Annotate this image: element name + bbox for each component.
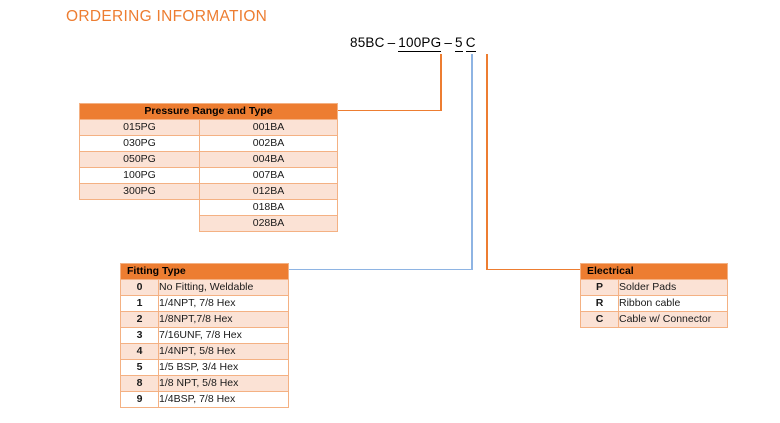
part-number-prefix: 85BC xyxy=(350,35,385,50)
fitting-desc-cell: 1/8 NPT, 5/8 Hex xyxy=(158,375,289,392)
fitting-desc-cell: 1/4NPT, 7/8 Hex xyxy=(158,295,289,312)
fitting-desc-cell: 1/8NPT,7/8 Hex xyxy=(158,311,289,328)
fitting-code-cell: 2 xyxy=(120,311,159,328)
fitting-code-cell: 0 xyxy=(120,279,159,296)
electrical-code-cell: R xyxy=(580,295,619,312)
pressure-ba-cell: 002BA xyxy=(199,135,338,152)
table-row: 3 7/16UNF, 7/8 Hex xyxy=(120,327,289,344)
table-row: 0 No Fitting, Weldable xyxy=(120,279,289,296)
table-header-row: Fitting Type xyxy=(120,263,289,280)
leader-fitting-horizontal xyxy=(288,268,472,271)
table-row: 1 1/4NPT, 7/8 Hex xyxy=(120,295,289,312)
table-header-row: Pressure Range and Type xyxy=(79,103,338,120)
table-row: P Solder Pads xyxy=(580,279,729,296)
pressure-pg-cell: 300PG xyxy=(79,183,200,200)
table-row: 018BA xyxy=(79,199,338,216)
fitting-desc-cell: No Fitting, Weldable xyxy=(158,279,289,296)
pressure-pg-cell: 030PG xyxy=(79,135,200,152)
fitting-code-cell: 4 xyxy=(120,343,159,360)
pressure-ba-cell: 004BA xyxy=(199,151,338,168)
page-title: ORDERING INFORMATION xyxy=(66,8,268,25)
pressure-pg-cell: 050PG xyxy=(79,151,200,168)
leader-electrical-vertical xyxy=(486,55,488,270)
part-number-electrical-code: C xyxy=(465,35,476,52)
table-row: 8 1/8 NPT, 5/8 Hex xyxy=(120,375,289,392)
table-row: 100PG 007BA xyxy=(79,167,338,184)
fitting-desc-cell: 1/4NPT, 5/8 Hex xyxy=(158,343,289,360)
table-row: R Ribbon cable xyxy=(580,295,729,312)
table-row: 9 1/4BSP, 7/8 Hex xyxy=(120,391,289,408)
fitting-code-cell: 9 xyxy=(120,391,159,408)
table-row: 300PG 012BA xyxy=(79,183,338,200)
pressure-table-header: Pressure Range and Type xyxy=(79,103,338,120)
electrical-desc-cell: Cable w/ Connector xyxy=(617,311,729,328)
table-row: 028BA xyxy=(79,215,338,232)
part-number-dash-2: – xyxy=(444,35,453,50)
pressure-ba-cell: 001BA xyxy=(199,119,338,136)
table-row: 015PG 001BA xyxy=(79,119,338,136)
leader-pressure-horizontal xyxy=(337,109,441,112)
fitting-code-cell: 5 xyxy=(120,359,159,376)
part-number-pressure-code: 100PG xyxy=(398,35,442,52)
table-row: 050PG 004BA xyxy=(79,151,338,168)
electrical-code-cell: C xyxy=(580,311,619,328)
fitting-desc-cell: 7/16UNF, 7/8 Hex xyxy=(158,327,289,344)
fitting-code-cell: 3 xyxy=(120,327,159,344)
pressure-ba-cell: 028BA xyxy=(199,215,338,232)
pressure-pg-cell: 015PG xyxy=(79,119,200,136)
table-row: C Cable w/ Connector xyxy=(580,311,729,328)
table-row: 030PG 002BA xyxy=(79,135,338,152)
pressure-pg-cell-empty xyxy=(79,199,200,216)
fitting-desc-cell: 1/5 BSP, 3/4 Hex xyxy=(158,359,289,376)
fitting-desc-cell: 1/4BSP, 7/8 Hex xyxy=(158,391,289,408)
pressure-ba-cell: 007BA xyxy=(199,167,338,184)
electrical-code-cell: P xyxy=(580,279,619,296)
table-row: 5 1/5 BSP, 3/4 Hex xyxy=(120,359,289,376)
fitting-code-cell: 1 xyxy=(120,295,159,312)
leader-fitting-vertical xyxy=(471,55,473,270)
pressure-ba-cell: 018BA xyxy=(199,199,338,216)
table-header-row: Electrical xyxy=(579,263,729,280)
pressure-ba-cell: 012BA xyxy=(199,183,338,200)
leader-electrical-horizontal xyxy=(486,268,580,271)
electrical-table: Electrical P Solder Pads R Ribbon cable … xyxy=(579,263,729,328)
part-number-fitting-code: 5 xyxy=(455,35,463,52)
pressure-range-table: Pressure Range and Type 015PG 001BA 030P… xyxy=(79,103,338,232)
part-number-dash-1: – xyxy=(387,35,396,50)
table-row: 2 1/8NPT,7/8 Hex xyxy=(120,311,289,328)
leader-pressure-vertical xyxy=(440,55,442,111)
pressure-pg-cell-empty xyxy=(79,215,200,232)
electrical-table-header: Electrical xyxy=(579,263,729,280)
table-row: 4 1/4NPT, 5/8 Hex xyxy=(120,343,289,360)
pressure-pg-cell: 100PG xyxy=(79,167,200,184)
fitting-code-cell: 8 xyxy=(120,375,159,392)
fitting-table-header: Fitting Type xyxy=(120,263,289,280)
electrical-desc-cell: Ribbon cable xyxy=(617,295,729,312)
fitting-type-table: Fitting Type 0 No Fitting, Weldable 1 1/… xyxy=(120,263,289,408)
electrical-desc-cell: Solder Pads xyxy=(617,279,729,296)
